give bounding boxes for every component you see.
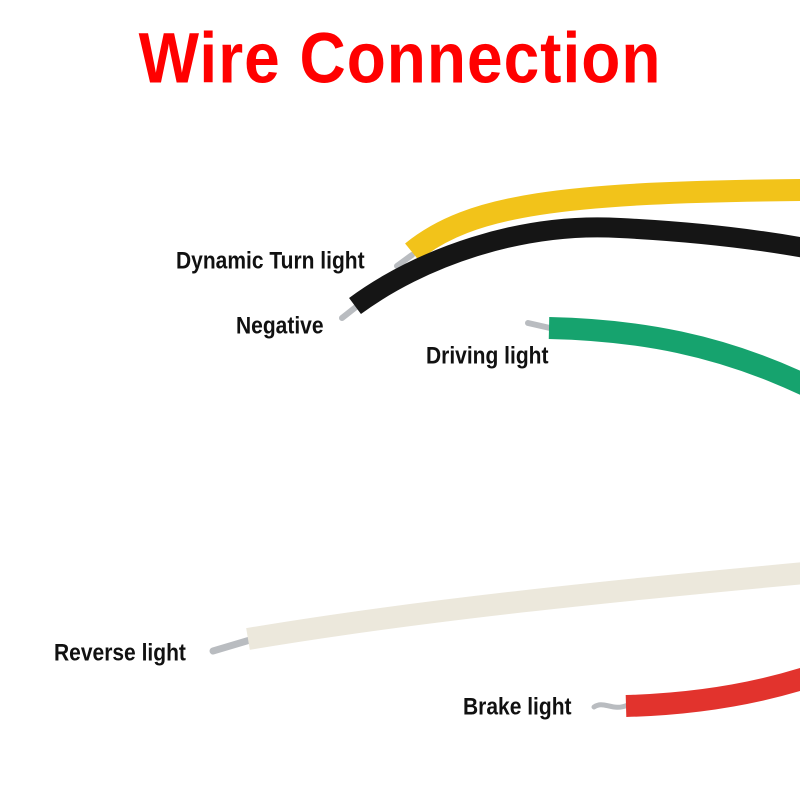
wire-negative	[339, 217, 800, 321]
page-title: Wire Connection	[138, 17, 662, 99]
wire-tip-dynamic-turn-light	[394, 252, 415, 269]
wire-body-dynamic-turn-light	[405, 179, 800, 261]
wire-reverse-light	[209, 562, 800, 655]
wire-body-reverse-light	[246, 562, 800, 650]
wire-dynamic-turn-light	[394, 179, 800, 269]
label-reverse-light: Reverse light	[54, 639, 186, 667]
wire-body-driving-light	[548, 317, 800, 395]
wire-brake-light	[591, 668, 800, 717]
label-negative: Negative	[236, 312, 324, 340]
wire-body-brake-light	[625, 668, 800, 717]
wire-tip-brake-light	[591, 702, 631, 710]
wire-body-negative	[349, 217, 800, 315]
wire-driving-light	[525, 317, 800, 395]
label-dynamic-turn-light: Dynamic Turn light	[176, 247, 365, 275]
wire-tip-driving-light	[525, 320, 553, 331]
wire-tip-negative	[339, 304, 359, 321]
wire-tip-reverse-light	[209, 636, 254, 655]
label-brake-light: Brake light	[463, 693, 572, 721]
label-driving-light: Driving light	[426, 342, 549, 370]
